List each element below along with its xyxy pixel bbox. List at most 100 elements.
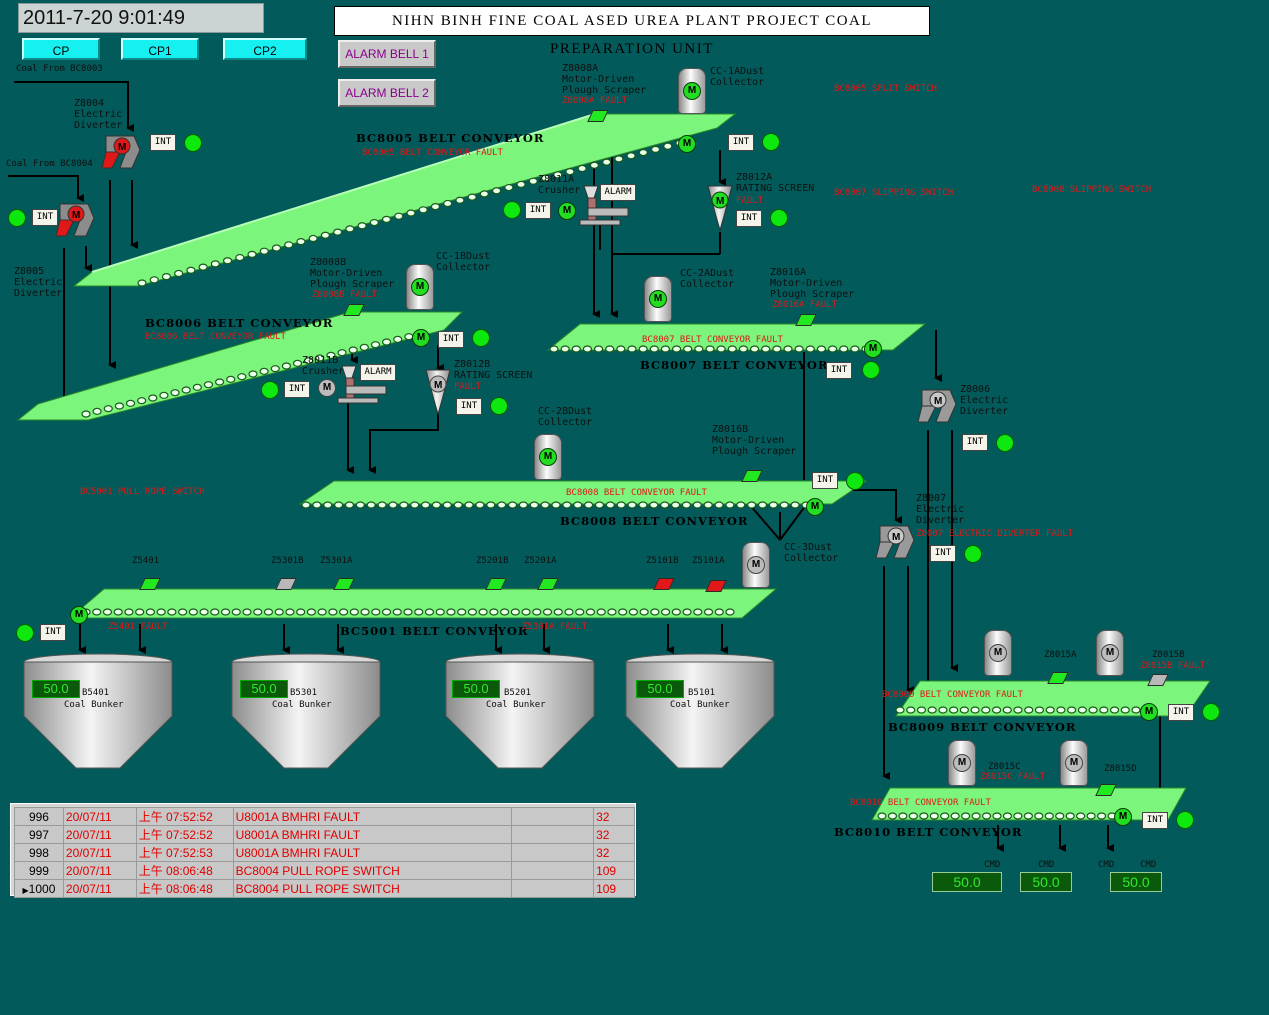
cc2b-dust-collector-icon[interactable]: M: [534, 434, 562, 480]
nav-cp2-button[interactable]: CP2: [223, 38, 307, 60]
z8004-int-button[interactable]: INT: [150, 134, 176, 151]
z8011b-int-button[interactable]: INT: [284, 381, 310, 398]
cc2a-motor-icon: M: [649, 290, 667, 308]
cc2a-dust-collector-icon[interactable]: M: [644, 276, 672, 322]
bc5001-int-button[interactable]: INT: [40, 624, 66, 641]
svg-text:M: M: [434, 380, 442, 391]
cmd-3-label: CMD: [1098, 860, 1115, 870]
z8008b-label: Z8008B Motor-Driven Plough Scraper: [310, 257, 395, 290]
cc3-dust-collector-icon[interactable]: M: [742, 542, 770, 588]
bc8007-conveyor-label: BC8007 BELT CONVEYOR: [640, 358, 829, 372]
event-time: 上午 07:52:52: [135, 825, 234, 844]
cc1a-dust-collector-icon[interactable]: M: [678, 68, 706, 114]
cc1b-dust-collector-icon[interactable]: M: [406, 264, 434, 310]
bc5001-motor-icon[interactable]: M: [70, 606, 88, 624]
z8015c-label: Z8015C: [988, 762, 1021, 772]
bc8009-plough-motor-b-icon[interactable]: M: [1096, 630, 1124, 676]
z8011a-int-button[interactable]: INT: [525, 202, 551, 219]
bc8007-status-indicator: [862, 361, 880, 379]
z8007-int-button[interactable]: INT: [930, 545, 956, 562]
z8015d-label: Z8015D: [1104, 764, 1137, 774]
bc8010-plough-motor-c-icon[interactable]: M: [948, 740, 976, 786]
cmd-value-3[interactable]: 50.0: [1110, 872, 1162, 892]
z8006-diverter-icon[interactable]: M: [918, 386, 958, 426]
z8004-diverter-icon[interactable]: M: [102, 132, 142, 172]
bc5001-status-indicator: [16, 624, 34, 642]
z8006-int-button[interactable]: INT: [962, 434, 988, 451]
event-code: 32: [593, 807, 635, 826]
bc8005-int-button[interactable]: INT: [728, 134, 754, 151]
cmd-value-1[interactable]: 50.0: [932, 872, 1002, 892]
cc2b-motor-icon: M: [539, 448, 557, 466]
z5301a-label: Z5301A: [320, 556, 353, 566]
bunker-b5301-id: B5301: [290, 688, 318, 698]
z8011a-alarm-button[interactable]: ALARM: [600, 184, 636, 201]
cc3-motor-icon: M: [747, 556, 765, 574]
event-date: 20/07/11: [62, 843, 137, 862]
z8012a-fault-text: FAULT: [736, 196, 764, 206]
z8011b-motor-icon[interactable]: M: [318, 379, 336, 397]
bc8006-motor-icon[interactable]: M: [412, 329, 430, 347]
bc8010-plough-motor-d-icon[interactable]: M: [1060, 740, 1088, 786]
event-date: 20/07/11: [62, 879, 137, 898]
z8007-status-indicator: [964, 545, 982, 563]
cc1a-motor-icon: M: [683, 82, 701, 100]
bc8008-motor-icon[interactable]: M: [806, 498, 824, 516]
svg-text:M: M: [118, 142, 126, 153]
bc8009-int-button[interactable]: INT: [1168, 704, 1194, 721]
bc8005-motor-icon[interactable]: M: [678, 135, 696, 153]
bc8010-int-button[interactable]: INT: [1142, 812, 1168, 829]
belt-bc8005: [72, 113, 737, 287]
bunker-b5101-level: 50.0: [636, 680, 684, 698]
cmd-value-2[interactable]: 50.0: [1020, 872, 1072, 892]
z8005-int-button[interactable]: INT: [32, 209, 58, 226]
bc8009-motor-icon[interactable]: M: [1140, 703, 1158, 721]
z8015b-label: Z8015B: [1152, 650, 1185, 660]
bc8007-int-button[interactable]: INT: [826, 362, 852, 379]
bc8007-motor-icon[interactable]: M: [864, 340, 882, 358]
alarm-bell-2-button[interactable]: ALARM BELL 2: [338, 79, 436, 107]
z8012b-screen-icon[interactable]: M: [424, 368, 452, 418]
nav-cp1-button[interactable]: CP1: [121, 38, 199, 60]
event-extra: [510, 825, 595, 844]
z8012a-screen-icon[interactable]: M: [706, 184, 734, 234]
z8015a-label: Z8015A: [1044, 650, 1077, 660]
z8012b-int-button[interactable]: INT: [456, 398, 482, 415]
nav-cp-button[interactable]: CP: [22, 38, 100, 60]
event-time: 上午 07:52:53: [135, 843, 234, 862]
bc8006-int-button[interactable]: INT: [438, 331, 464, 348]
z5101a-label: Z5101A: [692, 556, 725, 566]
coal-bunker-icon: [231, 653, 381, 769]
bc8008-int-button[interactable]: INT: [812, 472, 838, 489]
event-message: U8001A BMHRI FAULT: [232, 807, 512, 826]
z8007-diverter-icon[interactable]: M: [876, 522, 916, 562]
z8011b-alarm-button[interactable]: ALARM: [360, 364, 396, 381]
bc8008-status-indicator: [846, 472, 864, 490]
svg-text:M: M: [716, 196, 724, 207]
bunker-b5201-name: Coal Bunker: [486, 700, 546, 710]
z8011b-crusher-icon[interactable]: [336, 364, 388, 406]
event-extra: [510, 843, 595, 862]
bc8010-fault-text: BC8010 BELT CONVEYOR FAULT: [850, 798, 991, 808]
event-time: 上午 08:06:48: [135, 861, 234, 880]
z8011a-crusher-icon[interactable]: [578, 184, 630, 228]
z8011a-motor-icon[interactable]: M: [558, 202, 576, 220]
z5201a-label: Z5201A: [524, 556, 557, 566]
z8016a-fault-text: Z8016A FAULT: [772, 300, 838, 310]
z8012a-int-button[interactable]: INT: [736, 210, 762, 227]
alarm-bell-1-button[interactable]: ALARM BELL 1: [338, 40, 436, 68]
bunker-b5101-id: B5101: [688, 688, 716, 698]
bc8009-plough-motor-a-icon[interactable]: M: [984, 630, 1012, 676]
bc8005-fault-text: BC8005 BELT CONVEYOR FAULT: [362, 148, 503, 158]
bc8009-plough-motor-b-m: M: [1101, 644, 1119, 662]
bc8010-motor-icon[interactable]: M: [1114, 808, 1132, 826]
z8005-diverter-icon[interactable]: M: [56, 200, 96, 240]
bc8009-status-indicator: [1202, 703, 1220, 721]
